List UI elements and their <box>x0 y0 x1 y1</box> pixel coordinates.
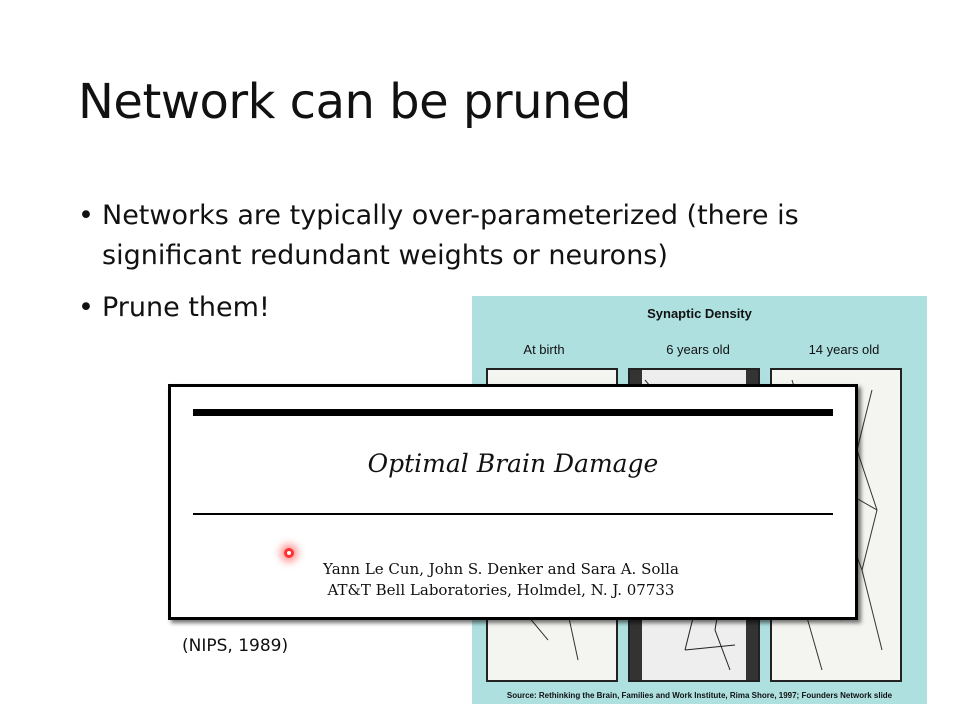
author-names: Yann Le Cun, John S. Denker and Sara A. … <box>323 560 679 578</box>
author-affiliation: AT&T Bell Laboratories, Holmdel, N. J. 0… <box>327 581 675 599</box>
bullet-text: Networks are typically over-parameterize… <box>102 200 799 271</box>
column-label: 6 years old <box>666 342 730 357</box>
column-label: At birth <box>523 342 565 357</box>
paper-title: Optimal Brain Damage <box>367 449 659 478</box>
column-label: 14 years old <box>808 342 880 357</box>
laser-pointer-icon <box>284 548 294 558</box>
citation-caption: (NIPS, 1989) <box>182 636 289 656</box>
bullet-list: • Networks are typically over-parameteri… <box>78 196 898 340</box>
bullet-dot: • <box>78 292 94 323</box>
paper-header: Optimal Brain Damage Yann Le Cun, John S… <box>168 384 858 620</box>
top-rule <box>193 409 833 416</box>
slide-title: Network can be pruned <box>78 74 631 130</box>
bottom-rule <box>193 513 833 515</box>
bullet-dot: • <box>78 200 94 231</box>
bullet-item: • Networks are typically over-parameteri… <box>78 196 898 276</box>
figure-title: Synaptic Density <box>647 306 752 321</box>
paper-authors: Yann Le Cun, John S. Denker and Sara A. … <box>321 559 681 601</box>
bullet-item: • Prune them! <box>78 288 898 328</box>
bullet-text: Prune them! <box>102 292 270 323</box>
figure-source: Source: Rethinking the Brain, Families a… <box>506 691 893 700</box>
